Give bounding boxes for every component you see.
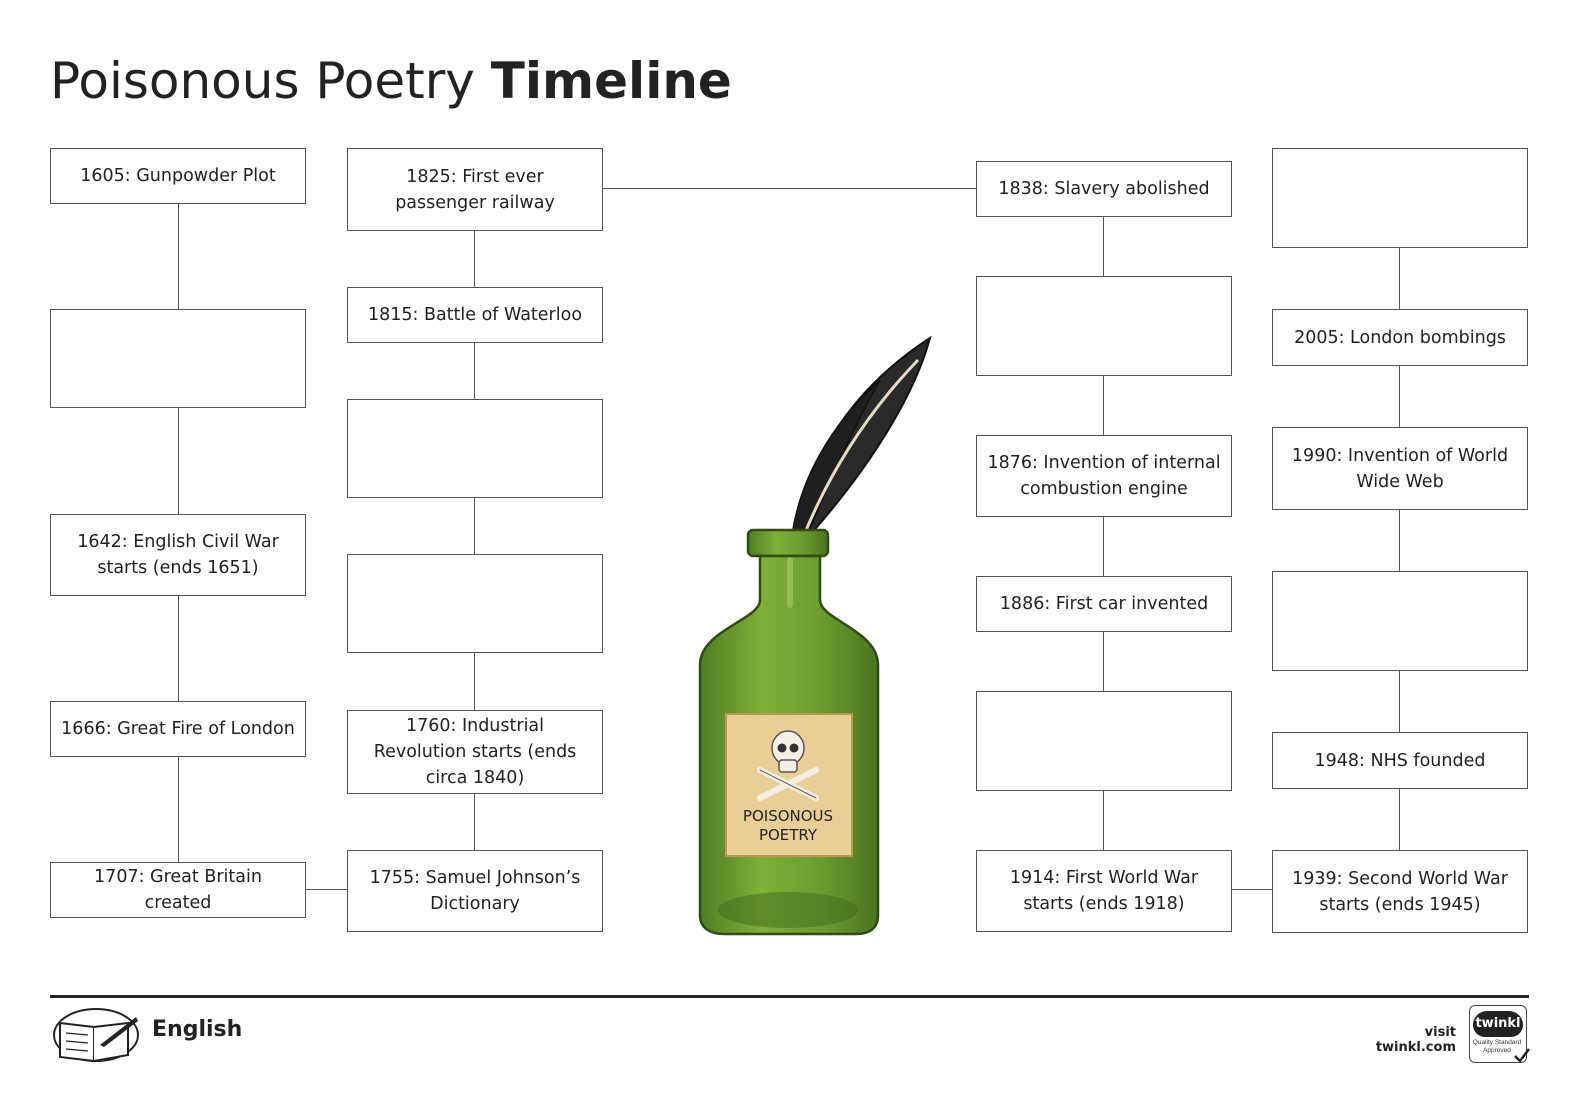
connector-line xyxy=(474,498,476,554)
connector-line xyxy=(474,231,476,287)
poison-bottle-illustration: POISONOUS POETRY xyxy=(698,335,932,936)
event-1707: 1707: Great Britain created xyxy=(50,862,306,918)
event-1939: 1939: Second World War starts (ends 1945… xyxy=(1272,850,1528,933)
blank-event-box[interactable] xyxy=(1272,571,1528,671)
blank-event-box[interactable] xyxy=(347,554,603,653)
title-light: Poisonous Poetry xyxy=(50,52,475,110)
skull-crossbones-icon xyxy=(757,730,819,801)
footer-divider xyxy=(50,995,1529,998)
event-2005: 2005: London bombings xyxy=(1272,309,1528,366)
event-1825: 1825: First ever passenger railway xyxy=(347,148,603,231)
title-bold: Timeline xyxy=(490,52,732,110)
quality-badge: twinkl Quality Standard Approved xyxy=(1466,1003,1530,1065)
connector-line xyxy=(178,596,180,701)
connector-line xyxy=(1399,366,1401,427)
connector-line xyxy=(1103,217,1105,276)
connector-line xyxy=(306,889,347,891)
connector-line xyxy=(1399,248,1401,309)
connector-line xyxy=(603,188,976,190)
connector-line xyxy=(1232,889,1272,891)
quill-feather-icon xyxy=(791,335,932,541)
page-title: Poisonous Poetry Timeline xyxy=(50,52,732,110)
event-1990: 1990: Invention of World Wide Web xyxy=(1272,427,1528,510)
event-1815: 1815: Battle of Waterloo xyxy=(347,287,603,343)
connector-line xyxy=(1103,517,1105,576)
connector-line xyxy=(474,343,476,399)
bottle-label-line1: POISONOUS xyxy=(743,807,833,825)
subject-label: English xyxy=(152,1017,243,1042)
event-1642: 1642: English Civil War starts (ends 165… xyxy=(50,514,306,596)
book-quill-icon xyxy=(53,1008,139,1063)
blank-event-box[interactable] xyxy=(976,691,1232,791)
connector-line xyxy=(178,204,180,309)
website-link[interactable]: visit twinkl.com xyxy=(1375,1025,1456,1055)
connector-line xyxy=(1399,671,1401,732)
blank-event-box[interactable] xyxy=(976,276,1232,376)
connector-line xyxy=(178,408,180,514)
connector-line xyxy=(1399,510,1401,571)
bottle-label-line2: POETRY xyxy=(759,826,818,844)
event-1886: 1886: First car invented xyxy=(976,576,1232,632)
connector-line xyxy=(1103,632,1105,691)
event-1876: 1876: Invention of internal combustion e… xyxy=(976,435,1232,517)
blank-event-box[interactable] xyxy=(50,309,306,408)
event-1948: 1948: NHS founded xyxy=(1272,732,1528,789)
check-icon xyxy=(1514,1048,1530,1063)
event-1605: 1605: Gunpowder Plot xyxy=(50,148,306,204)
blank-event-box[interactable] xyxy=(1272,148,1528,248)
connector-line xyxy=(474,794,476,850)
blank-event-box[interactable] xyxy=(347,399,603,498)
event-1760: 1760: Industrial Revolution starts (ends… xyxy=(347,710,603,794)
connector-line xyxy=(1103,791,1105,850)
event-1838: 1838: Slavery abolished xyxy=(976,161,1232,217)
connector-line xyxy=(1399,789,1401,850)
twinkl-logo: twinkl xyxy=(1473,1011,1523,1037)
connector-line xyxy=(474,653,476,710)
event-1914: 1914: First World War starts (ends 1918) xyxy=(976,850,1232,932)
connector-line xyxy=(1103,376,1105,435)
connector-line xyxy=(178,757,180,862)
event-1666: 1666: Great Fire of London xyxy=(50,701,306,757)
event-1755: 1755: Samuel Johnson’s Dictionary xyxy=(347,850,603,932)
badge-caption: Quality Standard Approved xyxy=(1472,1039,1522,1054)
